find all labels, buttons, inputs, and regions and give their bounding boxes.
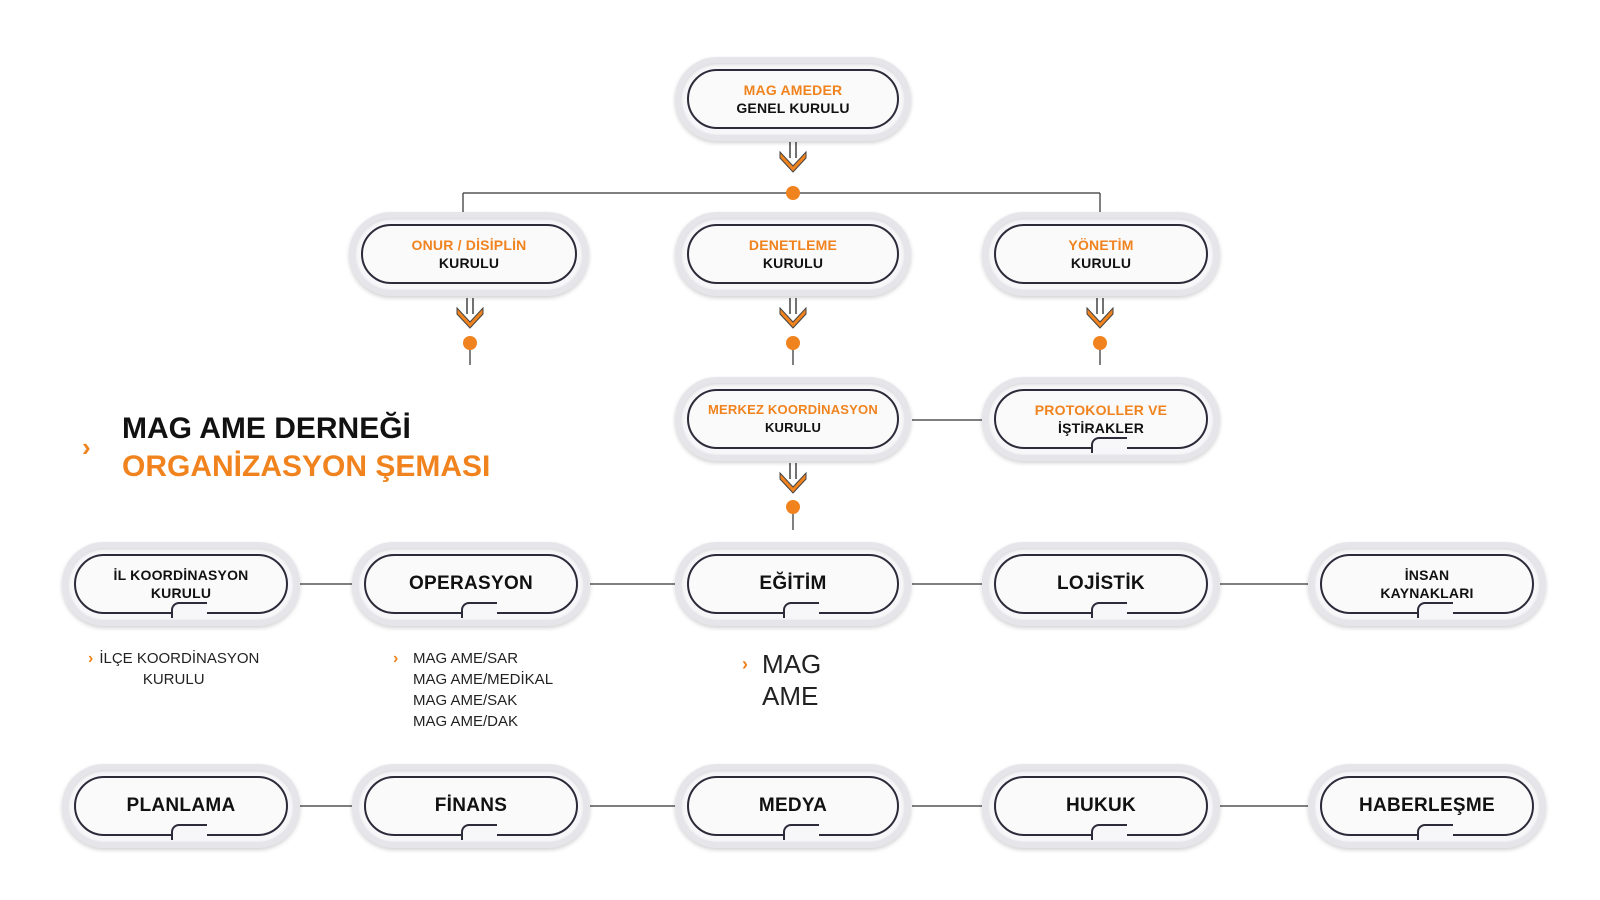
down-arrow-icon [1086, 298, 1114, 329]
node-medya[interactable]: MEDYA [675, 764, 911, 848]
sublist-operasyon-item: MAG AME/SAR [413, 650, 519, 667]
node-finans[interactable]: FİNANS [352, 764, 590, 848]
sublist-operasyon-item: MAG AME/MEDİKAL [413, 671, 554, 688]
node-merkez-line1: MERKEZ KOORDİNASYON [708, 402, 878, 417]
down-arrow-icon [456, 298, 484, 329]
node-genel-kurulu-line2: GENEL KURULU [736, 100, 850, 116]
node-notch [1091, 437, 1127, 453]
sublist-il-line2: KURULU [142, 671, 205, 688]
node-lojistik[interactable]: LOJİSTİK [982, 542, 1220, 626]
node-onur-disiplin-kurulu[interactable]: ONUR / DİSİPLİN KURULU [349, 212, 589, 296]
chevron-right-icon: › [742, 654, 748, 674]
chevron-right-icon: › [82, 432, 91, 462]
node-yonetim-kurulu[interactable]: YÖNETİM KURULU [982, 212, 1220, 296]
title-line1: MAG AME DERNEĞİ [122, 412, 411, 445]
node-planlama[interactable]: PLANLAMA [62, 764, 300, 848]
sublist-egitim: › MAG AME [742, 648, 821, 712]
node-haberlesme-label: HABERLEŞME [1358, 795, 1495, 816]
down-arrow-icon [779, 463, 807, 494]
node-onur-line2: KURULU [438, 255, 500, 271]
node-notch [783, 602, 819, 618]
sublist-egitim-line1: MAG [762, 649, 822, 679]
node-protokoller[interactable]: PROTOKOLLER VE İŞTİRAKLER [982, 377, 1220, 461]
node-onur-line1: ONUR / DİSİPLİN [411, 237, 527, 253]
node-yonetim-line1: YÖNETİM [1068, 237, 1134, 253]
node-genel-kurulu-line1: MAG AMEDER [743, 82, 843, 98]
node-notch [171, 824, 207, 840]
node-denetleme-kurulu[interactable]: DENETLEME KURULU [675, 212, 911, 296]
node-medya-label: MEDYA [758, 795, 828, 816]
node-notch [1091, 824, 1127, 840]
node-hukuk-label: HUKUK [1065, 795, 1137, 816]
node-notch [1417, 602, 1453, 618]
node-yonetim-line2: KURULU [1070, 255, 1132, 271]
node-operasyon[interactable]: OPERASYON [352, 542, 590, 626]
node-protokoller-line2: İŞTİRAKLER [1058, 420, 1144, 436]
node-notch [783, 824, 819, 840]
node-denetleme-line2: KURULU [762, 255, 824, 271]
junction-dot [786, 500, 800, 514]
junction-dot [786, 336, 800, 350]
node-egitim[interactable]: EĞİTİM [675, 542, 911, 626]
node-il-koordinasyon[interactable]: İL KOORDİNASYON KURULU [62, 542, 300, 626]
title-line2: ORGANİZASYON ŞEMASI [122, 450, 491, 483]
sublist-operasyon: › MAG AME/SAR MAG AME/MEDİKAL MAG AME/SA… [393, 648, 553, 732]
node-notch [1091, 602, 1127, 618]
sublist-operasyon-item: MAG AME/DAK [413, 713, 519, 730]
chevron-right-icon: › [88, 650, 94, 667]
junction-dot [463, 336, 477, 350]
down-arrow-icon [779, 298, 807, 329]
node-operasyon-label: OPERASYON [408, 573, 534, 594]
node-finans-label: FİNANS [434, 795, 508, 816]
node-hukuk[interactable]: HUKUK [982, 764, 1220, 848]
node-merkez-line2: KURULU [764, 420, 822, 435]
sublist-il-line1: İLÇE KOORDİNASYON [99, 650, 260, 667]
sublist-egitim-line2: AME [762, 681, 819, 711]
node-insan-line1: İNSAN [1404, 567, 1450, 583]
node-notch [171, 602, 207, 618]
node-insan-kaynaklari[interactable]: İNSAN KAYNAKLARI [1308, 542, 1546, 626]
node-notch [461, 824, 497, 840]
node-insan-line2: KAYNAKLARI [1380, 585, 1474, 601]
node-denetleme-line1: DENETLEME [748, 237, 838, 253]
node-genel-kurulu[interactable]: MAG AMEDER GENEL KURULU [675, 57, 911, 141]
chevron-right-icon: › [393, 650, 399, 667]
node-haberlesme[interactable]: HABERLEŞME [1308, 764, 1546, 848]
sublist-operasyon-item: MAG AME/SAK [413, 692, 518, 709]
node-notch [1417, 824, 1453, 840]
node-notch [461, 602, 497, 618]
node-merkez-koordinasyon[interactable]: MERKEZ KOORDİNASYON KURULU [675, 377, 911, 461]
down-arrow-icon [779, 142, 807, 173]
node-planlama-label: PLANLAMA [126, 795, 236, 816]
sublist-il: › İLÇE KOORDİNASYON KURULU [88, 648, 259, 690]
junction-dot [786, 186, 800, 200]
node-il-line1: İL KOORDİNASYON [113, 567, 249, 583]
chart-title: › MAG AME DERNEĞİ ORGANİZASYON ŞEMASI [82, 410, 491, 486]
node-lojistik-label: LOJİSTİK [1057, 573, 1145, 594]
node-egitim-label: EĞİTİM [759, 573, 827, 594]
node-il-line2: KURULU [150, 585, 212, 601]
junction-dot [1093, 336, 1107, 350]
node-protokoller-line1: PROTOKOLLER VE [1034, 402, 1168, 418]
